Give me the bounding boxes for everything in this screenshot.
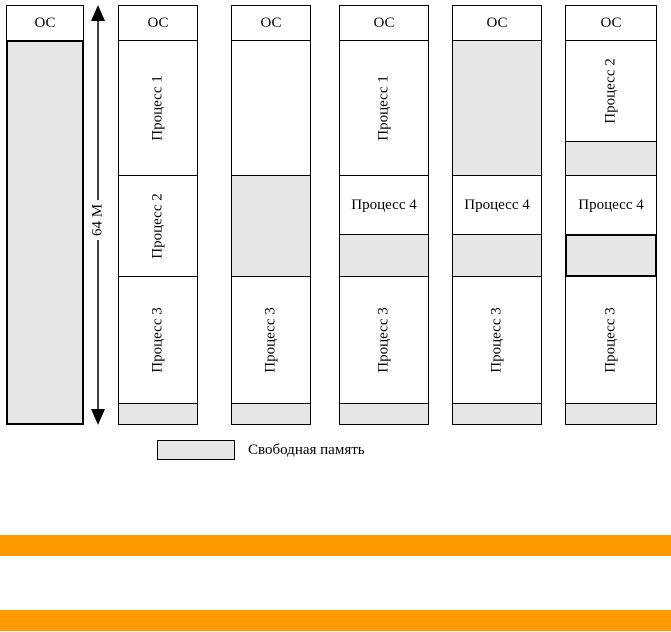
segment-process-2: Процесс 2 (118, 175, 198, 277)
segment-label: Процесс 3 (488, 307, 505, 373)
segment-free (565, 141, 657, 176)
segment-label: ОС (600, 14, 622, 31)
memory-column-1: ОС (6, 5, 84, 425)
segment-process-4: Процесс 4 (565, 175, 657, 235)
segment-free (231, 403, 311, 425)
segment-label: Процесс 1 (149, 75, 166, 141)
segment-os: ОС (452, 5, 542, 41)
segment-os: ОС (231, 5, 311, 41)
orange-divider-top (0, 535, 671, 556)
segment-label: Процесс 3 (602, 307, 619, 373)
memory-column-5: ОС Процесс 4 Процесс 3 (452, 5, 542, 425)
orange-divider-bottom (0, 610, 671, 631)
segment-free (339, 234, 429, 277)
segment-process-2: Процесс 2 (565, 40, 657, 142)
segment-label: Процесс 3 (262, 307, 279, 373)
memory-column-2: ОС Процесс 1 Процесс 2 Процесс 3 (118, 5, 198, 425)
segment-empty (231, 40, 311, 176)
segment-free (565, 403, 657, 425)
segment-process-4: Процесс 4 (452, 175, 542, 235)
segment-free (6, 40, 84, 425)
segment-label: ОС (260, 14, 282, 31)
segment-process-4: Процесс 4 (339, 175, 429, 235)
segment-label: Процесс 3 (149, 307, 166, 373)
segment-os: ОС (6, 5, 84, 41)
segment-process-3: Процесс 3 (231, 276, 311, 404)
segment-process-1: Процесс 1 (339, 40, 429, 176)
segment-os: ОС (565, 5, 657, 41)
segment-label: Процесс 2 (602, 58, 619, 124)
memory-column-6: ОС Процесс 2 Процесс 4 Процесс 3 (565, 5, 657, 425)
memory-column-3: ОС Процесс 3 (231, 5, 311, 425)
segment-label: Процесс 3 (375, 307, 392, 373)
segment-free (118, 403, 198, 425)
segment-free (452, 40, 542, 176)
legend-label: Свободная память (248, 442, 365, 458)
segment-free (565, 234, 657, 277)
segment-os: ОС (118, 5, 198, 41)
segment-label: ОС (34, 14, 56, 31)
segment-process-3: Процесс 3 (118, 276, 198, 404)
segment-label: ОС (373, 14, 395, 31)
legend-swatch-free (157, 440, 235, 460)
segment-label: ОС (147, 14, 169, 31)
segment-free (452, 403, 542, 425)
memory-column-4: ОС Процесс 1 Процесс 4 Процесс 3 (339, 5, 429, 425)
segment-label: Процесс 2 (149, 193, 166, 259)
segment-process-3: Процесс 3 (565, 276, 657, 404)
segment-label: ОС (486, 14, 508, 31)
segment-free (339, 403, 429, 425)
segment-process-3: Процесс 3 (339, 276, 429, 404)
segment-label: Процесс 1 (375, 75, 392, 141)
segment-label: Процесс 4 (578, 196, 644, 213)
segment-free (231, 175, 311, 277)
segment-process-3: Процесс 3 (452, 276, 542, 404)
dimension-label: 64 М (89, 199, 107, 241)
segment-process-1: Процесс 1 (118, 40, 198, 176)
segment-label: Процесс 4 (464, 196, 530, 213)
segment-os: ОС (339, 5, 429, 41)
segment-free (452, 234, 542, 277)
segment-label: Процесс 4 (351, 196, 417, 213)
